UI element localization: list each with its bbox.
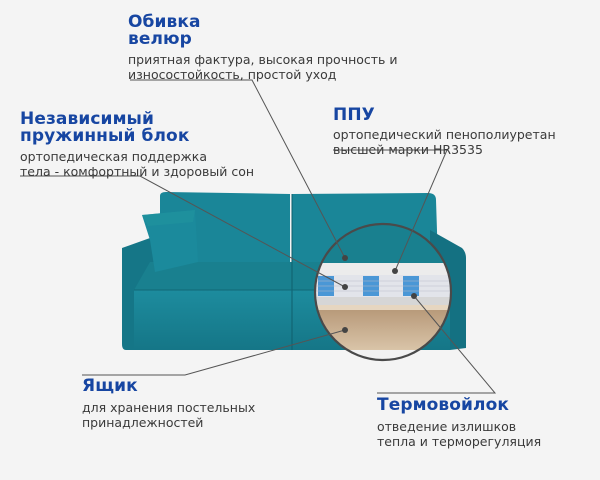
callout-thermofelt: Термовойлок отведение излишков тепла и т… (377, 395, 542, 450)
callout-desc: ортопедическая поддержка (20, 149, 207, 164)
leader-lines (20, 79, 497, 394)
callout-desc: высшей марки HR3535 (333, 142, 483, 157)
callout-ppu: ППУ ортопедический пенополиуретан высшей… (333, 105, 556, 158)
sofa (122, 192, 466, 350)
leader-dots (342, 255, 417, 333)
callout-title: велюр (128, 29, 192, 49)
callout-desc: приятная фактура, высокая прочность и (128, 52, 398, 67)
callout-desc: для хранения постельных (82, 400, 256, 415)
callout-desc: износостойкость, простой уход (128, 67, 337, 82)
callout-title: Независимый (20, 109, 155, 129)
callout-title: пружинный блок (20, 126, 190, 146)
callout-desc: отведение излишков (377, 419, 517, 434)
callout-spring-block: Независимый пружинный блок ортопедическа… (20, 109, 255, 180)
callout-upholstery: Обивка велюр приятная фактура, высокая п… (128, 12, 398, 83)
callout-storage-box: Ящик для хранения постельных принадлежно… (82, 376, 256, 431)
cross-section-lens (315, 224, 451, 360)
callout-title: ППУ (333, 105, 375, 125)
callout-desc: принадлежностей (82, 415, 204, 430)
callout-title: Термовойлок (377, 395, 509, 415)
callout-desc: тела - комфортный и здоровый сон (20, 164, 255, 179)
callout-desc: тепла и терморегуляция (377, 434, 542, 449)
callout-desc: ортопедический пенополиуретан (333, 127, 556, 142)
callout-title: Ящик (82, 376, 138, 396)
callout-title: Обивка (128, 12, 201, 32)
